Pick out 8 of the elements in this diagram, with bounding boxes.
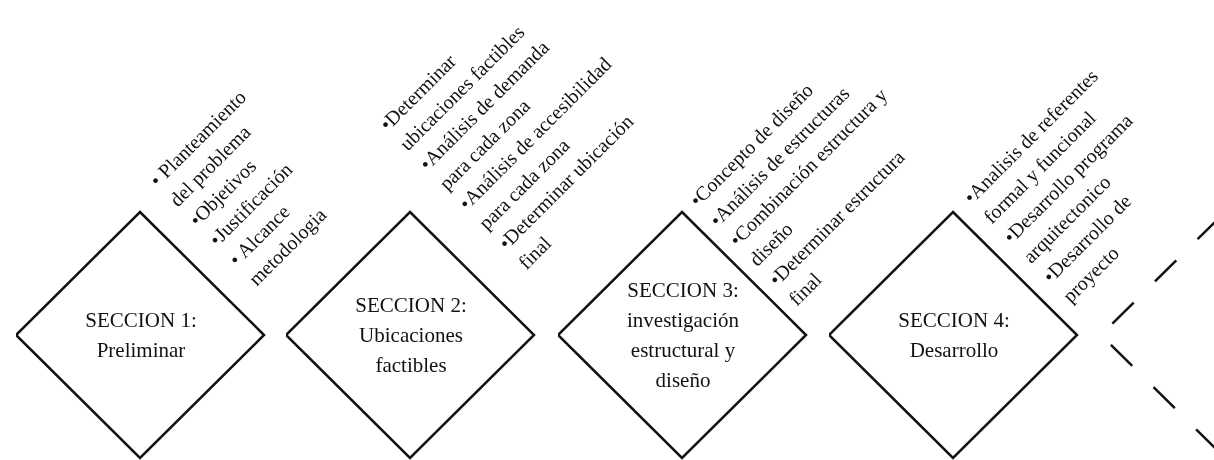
section-title: investigación estructural y diseño [626,307,740,394]
section-heading: SECCION 4: [898,307,1010,334]
section-heading: SECCION 1: [85,307,197,334]
section-heading: SECCION 2: [355,292,467,319]
section-title: Preliminar [96,337,186,364]
section-title: Ubicaciones factibles [358,322,464,379]
section-heading: SECCION 3: [627,277,739,304]
section-title: Desarrollo [909,337,999,364]
